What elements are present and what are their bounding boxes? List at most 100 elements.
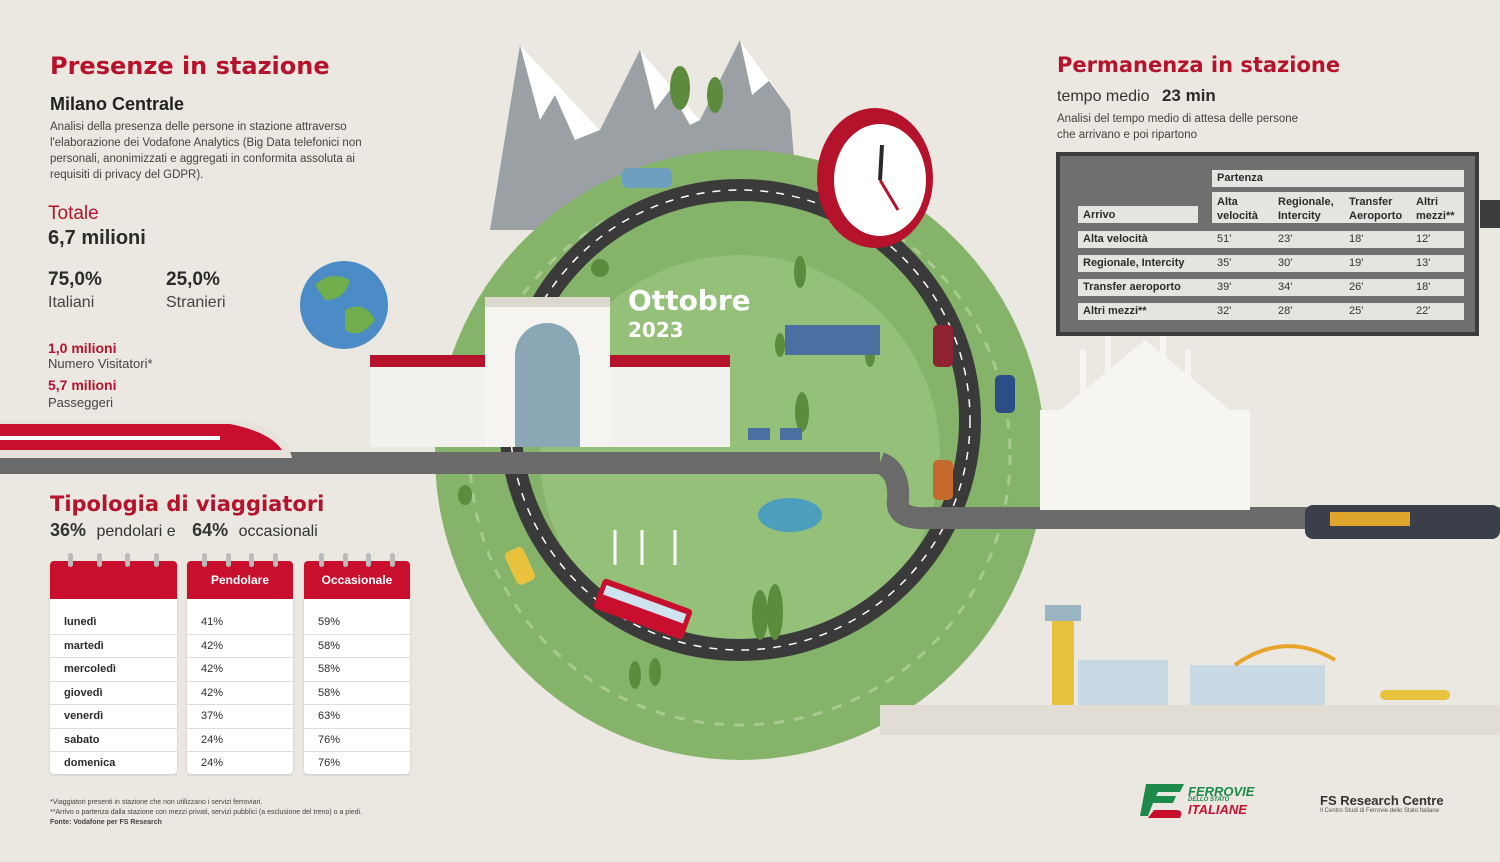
row-name: Alta velocità	[1083, 233, 1148, 245]
total-label: Totale	[48, 203, 99, 224]
table-row	[1078, 279, 1464, 296]
occasional-value: 76%	[304, 729, 410, 752]
types-summary: 36% pendolari e 64% occasionali	[50, 520, 318, 541]
calendar-commuters: Pendolare 41% 42% 42% 42% 37% 24% 24%	[187, 553, 293, 776]
occasional-value: 59%	[304, 611, 410, 635]
row-value: 18'	[1349, 233, 1364, 245]
day-row: martedì	[50, 635, 177, 658]
car	[622, 168, 672, 188]
station-name: Milano Centrale	[50, 94, 185, 114]
row-value: 35'	[1217, 257, 1232, 269]
station-building	[370, 297, 730, 447]
occasional-header: Occasionale	[304, 561, 410, 599]
permanence-description: Analisi del tempo medio di attesa delle …	[1057, 111, 1298, 143]
passengers-label: Passeggeri	[48, 395, 114, 410]
row-value: 19'	[1349, 257, 1364, 269]
permanence-title: Permanenza in stazione	[1057, 53, 1341, 77]
row-name: Regionale, Intercity	[1083, 257, 1185, 269]
presence-description: Analisi della presenza delle persone in …	[50, 119, 390, 183]
col-header-bar	[1212, 192, 1464, 223]
foreigners-pct: 25,0%	[166, 269, 220, 290]
departure-label: Partenza	[1217, 172, 1263, 184]
total-value: 6,7 milioni	[48, 227, 146, 249]
table-row	[1078, 303, 1464, 320]
desc-line: Analisi del tempo medio di attesa delle …	[1057, 113, 1299, 125]
row-name: Transfer aeroporto	[1083, 281, 1181, 293]
commuters-pct: 36%	[50, 520, 87, 540]
research-title: FS Research Centre	[1320, 793, 1444, 808]
day-row: lunedì	[50, 611, 177, 635]
desc-line: Analisi della presenza delle persone in …	[50, 121, 347, 133]
commuter-value: 41%	[187, 611, 293, 635]
commuter-value: 42%	[187, 658, 293, 682]
row-name: Altri mezzi**	[1083, 305, 1147, 317]
avg-label: tempo medio	[1057, 88, 1150, 105]
avg-time: tempo medio 23 min	[1057, 86, 1216, 106]
visitors-value: 1,0 milioni	[48, 340, 117, 356]
fs-logo-mark	[1140, 784, 1184, 818]
airport-illustration	[880, 605, 1500, 735]
types-title: Tipologia di viaggiatori	[50, 492, 325, 516]
calendar-days: lunedì martedì mercoledì giovedì venerdì…	[50, 553, 177, 776]
occasional-value: 58%	[304, 658, 410, 682]
commuter-value: 24%	[187, 752, 293, 776]
avg-value: 23 min	[1161, 86, 1216, 105]
occasional-text: occasionali	[238, 523, 318, 540]
col-header: Regionale,Intercity	[1278, 196, 1334, 222]
row-value: 22'	[1416, 305, 1431, 317]
solar-panels	[785, 325, 880, 355]
row-value: 32'	[1217, 305, 1232, 317]
row-value: 23'	[1278, 233, 1293, 245]
year-label: 2023	[628, 318, 684, 342]
row-value: 12'	[1416, 233, 1431, 245]
commuter-value: 42%	[187, 635, 293, 658]
occasional-value: 58%	[304, 635, 410, 658]
occasional-value: 58%	[304, 682, 410, 705]
row-value: 39'	[1217, 281, 1232, 293]
day-row: giovedì	[50, 682, 177, 705]
row-value: 26'	[1349, 281, 1364, 293]
occasional-pct: 64%	[192, 520, 229, 540]
desc-line: l'elaborazione dei Vodafone Analytics (B…	[50, 137, 362, 149]
row-value: 28'	[1278, 305, 1293, 317]
day-row: sabato	[50, 729, 177, 752]
fs-line2: DELLO STATO	[1188, 797, 1230, 803]
row-value: 18'	[1416, 281, 1431, 293]
table-row	[1078, 255, 1464, 272]
globe	[300, 261, 388, 349]
italians-label: Italiani	[48, 294, 95, 311]
row-value: 13'	[1416, 257, 1431, 269]
day-row: venerdì	[50, 705, 177, 729]
commuter-value: 24%	[187, 729, 293, 752]
commuter-value: 37%	[187, 705, 293, 729]
month-label: Ottobre	[628, 284, 751, 317]
wind-turbines	[613, 530, 677, 565]
row-value: 30'	[1278, 257, 1293, 269]
calendar-occasional: Occasionale 59% 58% 58% 58% 63% 76% 76%	[304, 553, 410, 776]
footnote-1: *Viaggiatori presenti in stazione che no…	[50, 799, 263, 806]
footnotes: *Viaggiatori presenti in stazione che no…	[50, 798, 362, 828]
commuter-header: Pendolare	[187, 561, 293, 599]
commuters-text: pendolari e	[96, 523, 176, 540]
row-value: 34'	[1278, 281, 1293, 293]
duomo-illustration	[1040, 330, 1250, 510]
occasional-value: 63%	[304, 705, 410, 729]
fs-logo: FERROVIE DELLO STATO ITALIANE	[1140, 780, 1270, 825]
research-sub: Il Centro Studi di Ferrovie dello Stato …	[1320, 808, 1440, 814]
occasional-value: 76%	[304, 752, 410, 776]
high-speed-train	[0, 420, 292, 458]
board-post	[1480, 200, 1500, 228]
footnote-2: **Arrivo o partenza dalla stazione con m…	[50, 809, 363, 816]
day-row: domenica	[50, 752, 177, 776]
research-logo: FS Research Centre Il Centro Studi di Fe…	[1320, 793, 1444, 814]
desc-line: requisiti di privacy del GDPR).	[50, 169, 204, 181]
day-row: mercoledì	[50, 658, 177, 682]
presence-title: Presenze in stazione	[50, 52, 330, 80]
clock-illustration	[817, 108, 933, 248]
desc-line: personali, anonimizzati e aggregati in c…	[50, 153, 355, 165]
table-row	[1078, 231, 1464, 248]
foreigners-label: Stranieri	[166, 294, 226, 311]
arrival-label: Arrivo	[1083, 209, 1116, 221]
